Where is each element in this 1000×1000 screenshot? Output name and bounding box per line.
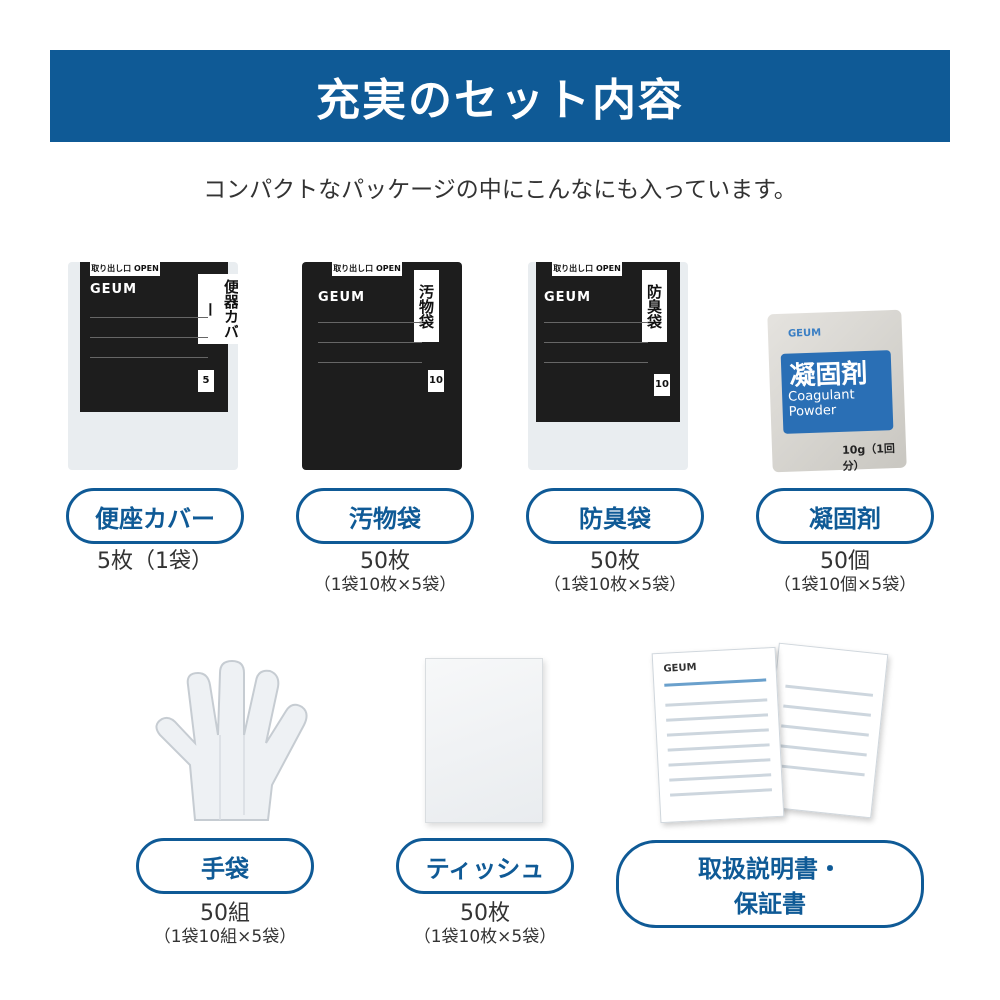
- item-quantity: 50枚 （1袋10枚×5袋）: [296, 549, 474, 596]
- package-label: 汚物袋: [414, 270, 439, 342]
- package-text-lines: [90, 317, 208, 318]
- package-text-lines: [544, 362, 648, 363]
- package-brand: GEUM: [787, 327, 822, 340]
- count-badge: 10: [654, 374, 670, 396]
- package-label: 防臭袋: [642, 270, 667, 342]
- item-qty-sub: （1袋10枚×5袋）: [313, 575, 457, 596]
- item-label: 汚物袋: [349, 504, 421, 533]
- item-label-pill: 汚物袋: [296, 488, 474, 544]
- package-tag: 取り出し口 OPEN: [332, 262, 402, 276]
- item-label: ティッシュ: [425, 854, 545, 883]
- item-label-pill: 取扱説明書・ 保証書: [616, 840, 924, 928]
- item-label-pill: 凝固剤: [756, 488, 934, 544]
- item-qty-main: 50組: [200, 901, 250, 926]
- instruction-manual-image: GEUM: [651, 646, 785, 824]
- item-quantity: 50枚 （1袋10枚×5袋）: [396, 901, 574, 948]
- item-label: 凝固剤: [809, 504, 881, 533]
- item-qty-main: 50枚: [460, 901, 510, 926]
- item-qty-main: 5枚（1袋）: [97, 549, 213, 574]
- item-qty-sub: （1袋10枚×5袋）: [413, 927, 557, 948]
- item-label-pill: ティッシュ: [396, 838, 574, 894]
- page-title: 充実のセット内容: [316, 75, 684, 126]
- odor-proof-bag-image: 取り出し口 OPEN GEUM 防臭袋 10: [528, 262, 688, 470]
- toilet-seat-cover-image: 取り出し口 OPEN GEUM 便器カバー 5: [68, 262, 238, 470]
- page-subtitle: コンパクトなパッケージの中にこんなにも入っています。: [203, 177, 797, 203]
- count-badge: 10: [428, 370, 444, 392]
- item-label-pill: 便座カバー: [66, 488, 244, 544]
- package-text-lines: [544, 342, 648, 343]
- sachet-en-label: Coagulant Powder: [787, 387, 855, 420]
- item-label: 便座カバー: [95, 504, 215, 533]
- item-label: 防臭袋: [579, 504, 651, 533]
- package-text-lines: [318, 342, 422, 343]
- item-qty-main: 50枚: [360, 549, 410, 574]
- package-text-lines: [318, 322, 422, 323]
- header-banner: 充実のセット内容: [50, 50, 950, 142]
- plastic-glove-image: [155, 659, 308, 821]
- package-text-lines: [90, 337, 208, 338]
- item-qty-main: 50枚: [590, 549, 640, 574]
- item-label: 取扱説明書・: [698, 855, 842, 883]
- item-qty-sub: （1袋10個×5袋）: [773, 575, 917, 596]
- package-tag: 取り出し口 OPEN: [90, 262, 160, 276]
- coagulant-sachet-image: GEUM 凝固剤 Coagulant Powder 10g（1回分）: [767, 309, 907, 473]
- package-brand: GEUM: [544, 290, 592, 305]
- item-quantity: 50組 （1袋10組×5袋）: [136, 901, 314, 948]
- item-label-pill: 防臭袋: [526, 488, 704, 544]
- sachet-weight: 10g（1回分）: [841, 442, 896, 473]
- package-tag: 取り出し口 OPEN: [552, 262, 622, 276]
- manual-brand: GEUM: [663, 662, 697, 675]
- package-text-lines: [90, 357, 208, 358]
- item-label-pill: 手袋: [136, 838, 314, 894]
- package-label: 便器カバー: [198, 274, 238, 344]
- package-text-lines: [544, 322, 648, 323]
- item-label: 保証書: [734, 890, 806, 918]
- item-qty-sub: （1袋10組×5袋）: [153, 927, 297, 948]
- item-quantity: 5枚（1袋）: [66, 549, 244, 574]
- package-brand: GEUM: [90, 282, 138, 297]
- package-text-lines: [318, 362, 422, 363]
- tissue-pack-image: [425, 658, 543, 823]
- item-label: 手袋: [201, 854, 249, 883]
- waste-bag-image: 取り出し口 OPEN GEUM 汚物袋 10: [302, 262, 462, 470]
- item-qty-main: 50個: [820, 549, 870, 574]
- count-badge: 5: [198, 370, 214, 392]
- item-quantity: 50枚 （1袋10枚×5袋）: [526, 549, 704, 596]
- item-quantity: 50個 （1袋10個×5袋）: [756, 549, 934, 596]
- package-brand: GEUM: [318, 290, 366, 305]
- item-qty-sub: （1袋10枚×5袋）: [543, 575, 687, 596]
